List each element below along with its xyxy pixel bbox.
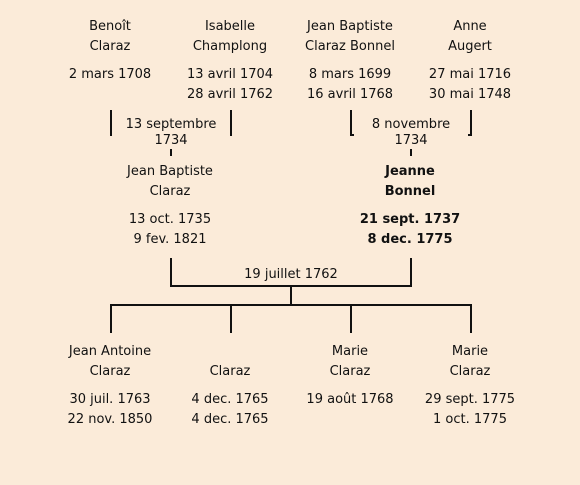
connector-line: [290, 285, 292, 306]
connector-line: [110, 304, 472, 306]
death-date: 9 fev. 1821: [133, 232, 207, 247]
person-grandparent-2: Isabelle Champlong 13 avril 1704 28 avri…: [170, 17, 290, 105]
person-grandparent-1: Benoît Claraz 2 mars 1708: [50, 17, 170, 85]
marriage-date-grandparents-left: 13 septembre 1734: [112, 117, 230, 149]
first-name: Jean Baptiste: [307, 19, 393, 34]
birth-date: 2 mars 1708: [68, 67, 152, 82]
last-name: Claraz Bonnel: [305, 39, 395, 54]
connector-line: [410, 258, 412, 287]
birth-date: 8 mars 1699: [308, 67, 392, 82]
death-date: 4 dec. 1765: [191, 412, 269, 427]
person-mother: Jeanne Bonnel 21 sept. 1737 8 dec. 1775: [350, 162, 470, 250]
death-date: 30 mai 1748: [428, 87, 512, 102]
last-name: Claraz: [89, 39, 131, 54]
person-father: Jean Baptiste Claraz 13 oct. 1735 9 fev.…: [110, 162, 230, 250]
person-grandparent-4: Anne Augert 27 mai 1716 30 mai 1748: [410, 17, 530, 105]
person-grandparent-3: Jean Baptiste Claraz Bonnel 8 mars 1699 …: [290, 17, 410, 105]
first-name: Marie: [331, 344, 369, 359]
first-name: Jeanne: [385, 164, 435, 179]
first-name: Anne: [453, 19, 487, 34]
first-name: Benoît: [89, 19, 131, 34]
first-name: Marie: [451, 344, 489, 359]
last-name: Claraz: [329, 364, 371, 379]
birth-date: 13 avril 1704: [186, 67, 274, 82]
birth-date: 27 mai 1716: [428, 67, 512, 82]
death-date: 1 oct. 1775: [433, 412, 507, 427]
last-name: Claraz: [149, 184, 191, 199]
birth-date: 21 sept. 1737: [359, 212, 461, 227]
connector-line: [350, 110, 352, 136]
death-date: 8 dec. 1775: [367, 232, 453, 247]
connector-line: [110, 110, 112, 136]
first-name: Jean Antoine: [68, 344, 152, 359]
marriage-date-grandparents-right: 8 novembre 1734: [354, 117, 468, 149]
last-name: Claraz: [449, 364, 491, 379]
last-name: Augert: [448, 39, 492, 54]
death-date: 16 avril 1768: [306, 87, 394, 102]
person-child-3: Marie Claraz 19 août 1768: [290, 342, 410, 410]
marriage-date-parents: 19 juillet 1762: [240, 267, 342, 283]
person-child-4: Marie Claraz 29 sept. 1775 1 oct. 1775: [410, 342, 530, 430]
birth-date: 13 oct. 1735: [128, 212, 212, 227]
birth-date: 30 juil. 1763: [69, 392, 151, 407]
last-name: Champlong: [192, 39, 268, 54]
birth-date: 19 août 1768: [306, 392, 394, 407]
connector-line: [470, 110, 472, 136]
first-name: Isabelle: [204, 19, 256, 34]
first-name: Jean Baptiste: [127, 164, 213, 179]
last-name: Claraz: [89, 364, 131, 379]
connector-line: [350, 304, 352, 333]
connector-line: [230, 110, 232, 136]
person-child-1: Jean Antoine Claraz 30 juil. 1763 22 nov…: [50, 342, 170, 430]
connector-line: [470, 304, 472, 333]
connector-line: [230, 304, 232, 333]
last-name: Bonnel: [384, 184, 436, 199]
first-name: [170, 342, 290, 362]
death-date: 22 nov. 1850: [67, 412, 153, 427]
person-child-2: Claraz 4 dec. 1765 4 dec. 1765: [170, 342, 290, 430]
death-date: 28 avril 1762: [186, 87, 274, 102]
connector-line: [170, 258, 172, 287]
birth-date: 4 dec. 1765: [191, 392, 269, 407]
connector-line: [110, 304, 112, 333]
last-name: Claraz: [209, 364, 251, 379]
birth-date: 29 sept. 1775: [424, 392, 516, 407]
